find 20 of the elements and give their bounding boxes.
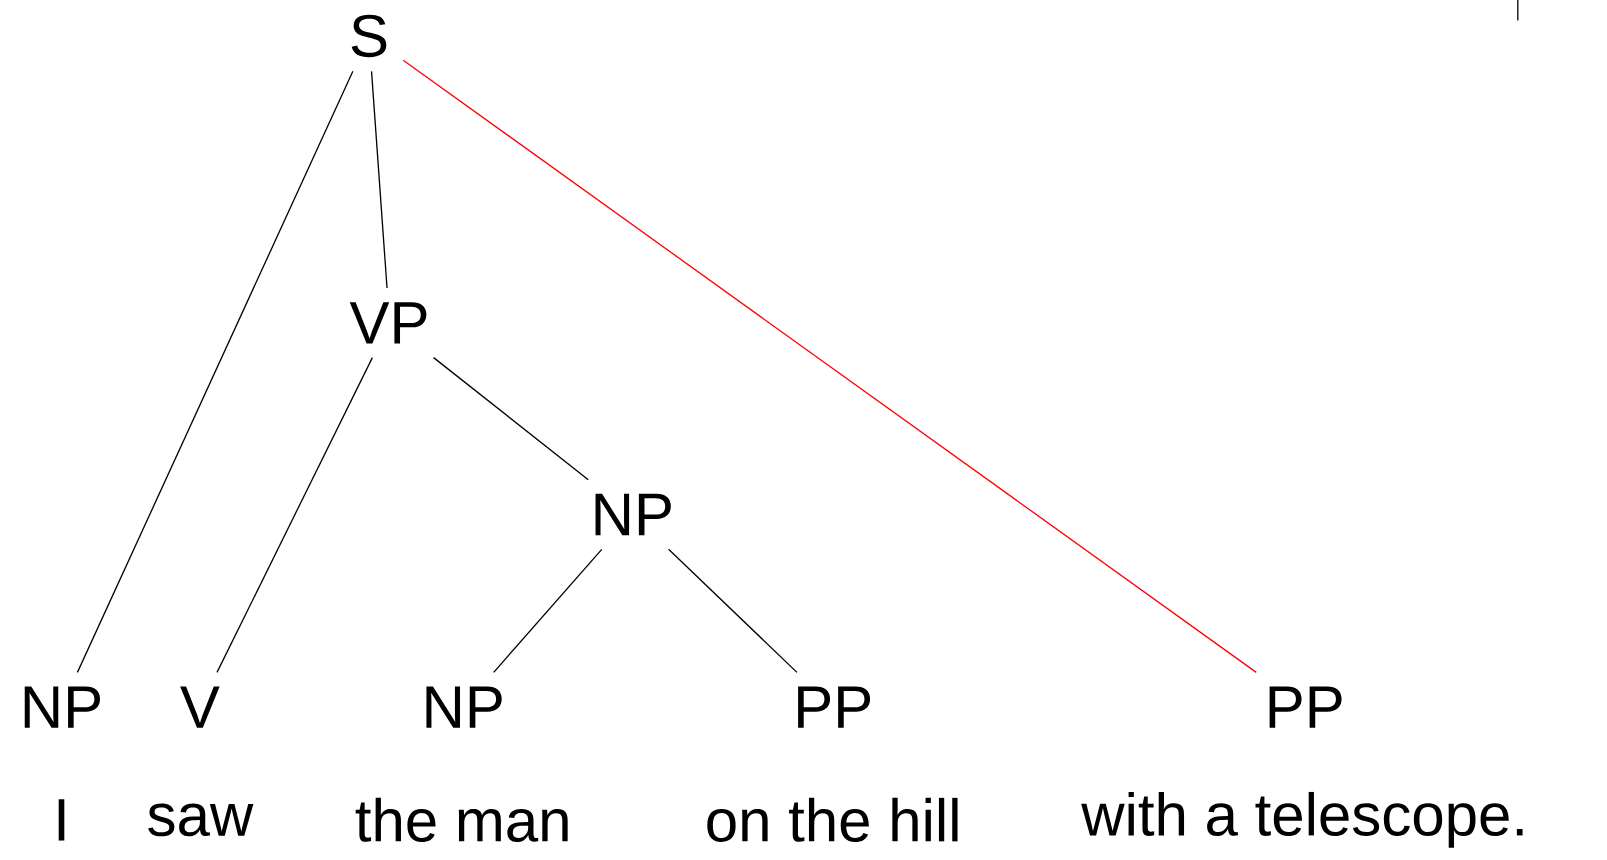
branch-line bbox=[493, 548, 603, 673]
phrase-label: V bbox=[180, 686, 220, 728]
branch-line bbox=[370, 70, 388, 289]
branch-line bbox=[216, 357, 374, 673]
branch-line bbox=[76, 70, 354, 673]
phrase-label: S bbox=[351, 14, 387, 58]
branch-line bbox=[402, 59, 1257, 673]
phrase-label: NP bbox=[24, 686, 100, 728]
phrase-label: NP bbox=[595, 493, 671, 536]
phrase-label: NP bbox=[426, 686, 502, 728]
branch-line bbox=[432, 357, 589, 481]
branch-line bbox=[667, 548, 798, 673]
word: I bbox=[58, 799, 65, 841]
phrase-label: PP bbox=[1269, 686, 1342, 728]
word: saw bbox=[148, 803, 254, 837]
phrase-label: VP bbox=[349, 302, 427, 344]
word: with a telescope. bbox=[1081, 791, 1523, 848]
phrase-label: PP bbox=[798, 686, 871, 728]
word: on the hill bbox=[707, 797, 958, 842]
word: the man bbox=[355, 797, 568, 842]
